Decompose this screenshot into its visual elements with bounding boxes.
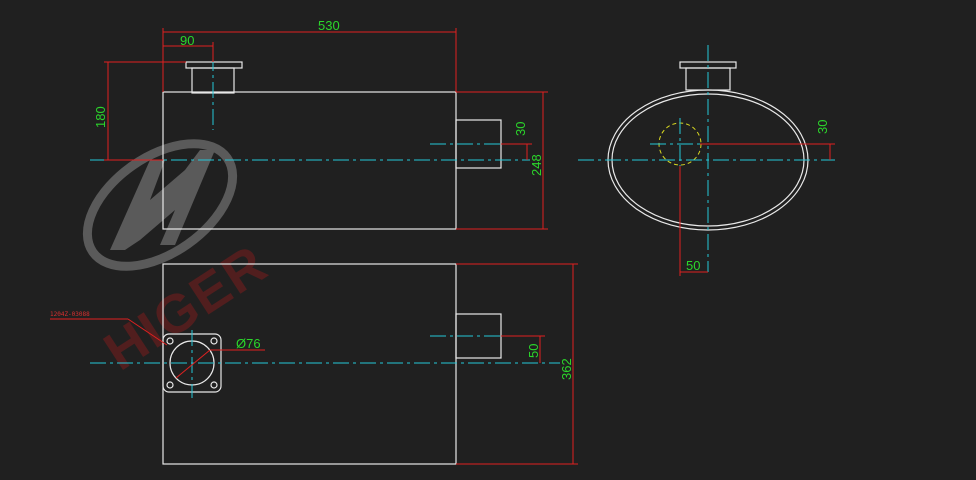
inlet-flange: [185, 61, 243, 69]
dim-outlet-offset-top: 30: [513, 122, 528, 136]
end-view-centerlines: [578, 45, 835, 272]
dim-inlet-offset: 90: [180, 33, 194, 48]
dim-overall-length: 530: [318, 18, 340, 33]
dim-end-view-offset-vertical: 30: [815, 120, 830, 134]
dim-bottom-body-width: 362: [559, 358, 574, 380]
dim-body-height: 248: [529, 154, 544, 176]
dim-bottom-outlet-offset: 50: [526, 344, 541, 358]
dim-flange-diameter: Ø76: [236, 336, 261, 351]
bottom-view-dimension-lines: [50, 263, 578, 465]
flange-bolt-hole-tr: [210, 337, 218, 345]
part-number-label: 1204Z-03088: [50, 311, 90, 318]
logo-outer-ring-icon: [82, 139, 238, 271]
top-view-centerlines: [90, 55, 530, 161]
dim-inlet-height: 180: [93, 106, 108, 128]
end-view-dimension-lines: [679, 143, 835, 276]
watermark-brand-text: HIGER: [94, 233, 279, 382]
flange-bolt-hole-br: [210, 381, 218, 389]
dim-end-view-offset-horizontal: 50: [686, 258, 700, 273]
flange-bolt-hole-tl: [166, 337, 174, 345]
flange-bolt-hole-bl: [166, 381, 174, 389]
top-view-dimension-lines: [104, 28, 548, 230]
